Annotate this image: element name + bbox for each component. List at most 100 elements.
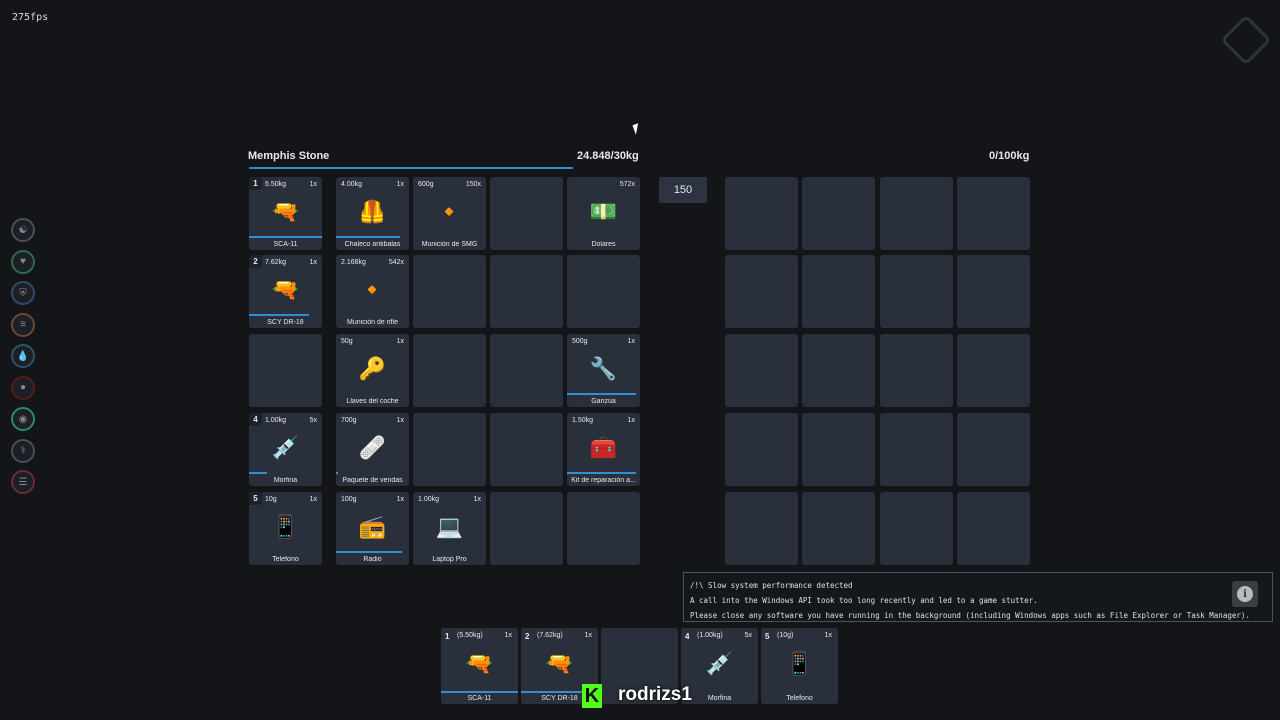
empty-slot[interactable] bbox=[880, 492, 953, 565]
item-icon: 💻 bbox=[435, 513, 464, 539]
item-icon: 💉 bbox=[271, 434, 300, 460]
item-weight: 1.00kg bbox=[418, 496, 440, 503]
hotbar-slot[interactable]: 5(10g)1x📱Telefono bbox=[761, 628, 838, 704]
empty-slot[interactable] bbox=[725, 413, 798, 486]
item-icon: 🧰 bbox=[589, 434, 618, 460]
item-name: Telefono bbox=[272, 556, 299, 563]
item-quantity: 1x bbox=[627, 338, 635, 345]
empty-slot[interactable] bbox=[957, 177, 1030, 250]
inventory-slot[interactable]: 572x💵Dolares bbox=[567, 177, 640, 250]
item-name: Munición de rifle bbox=[347, 319, 398, 326]
empty-slot[interactable] bbox=[567, 255, 640, 328]
item-icon: 🔑 bbox=[358, 355, 387, 381]
info-button[interactable]: i bbox=[1232, 581, 1258, 607]
empty-slot[interactable] bbox=[802, 255, 875, 328]
item-quantity: 5x bbox=[744, 632, 752, 639]
item-quantity: 1x bbox=[396, 181, 404, 188]
empty-slot[interactable] bbox=[413, 413, 486, 486]
empty-slot[interactable] bbox=[802, 492, 875, 565]
empty-slot[interactable] bbox=[880, 177, 953, 250]
fps-counter: 275fps bbox=[12, 12, 49, 23]
item-name: Telefono bbox=[786, 695, 813, 702]
hotbar-slot[interactable]: 4(1.00kg)5x💉Morfina bbox=[681, 628, 758, 704]
notice-line: A call into the Windows API took too lon… bbox=[690, 596, 1038, 605]
durability-bar bbox=[249, 472, 268, 474]
empty-slot[interactable] bbox=[880, 255, 953, 328]
empty-slot[interactable] bbox=[802, 334, 875, 407]
item-weight: (1.00kg) bbox=[697, 632, 723, 639]
item-icon: 🔸 bbox=[435, 198, 464, 224]
item-icon: 🔫 bbox=[271, 198, 300, 224]
empty-slot[interactable] bbox=[725, 177, 798, 250]
empty-slot[interactable] bbox=[957, 334, 1030, 407]
empty-slot[interactable] bbox=[490, 492, 563, 565]
empty-slot[interactable] bbox=[957, 413, 1030, 486]
thirst-status-icon: 💧 bbox=[11, 344, 35, 368]
empty-slot[interactable] bbox=[490, 334, 563, 407]
empty-slot[interactable] bbox=[567, 492, 640, 565]
empty-slot[interactable] bbox=[413, 255, 486, 328]
item-quantity: 1x bbox=[584, 632, 592, 639]
slot-number: 5 bbox=[249, 492, 262, 505]
empty-slot[interactable] bbox=[725, 492, 798, 565]
item-name: SCY DR-18 bbox=[541, 695, 578, 702]
empty-slot[interactable] bbox=[490, 413, 563, 486]
item-weight: 5.50kg bbox=[265, 181, 287, 188]
vision-status-icon: ◉ bbox=[11, 407, 35, 431]
item-icon: 💵 bbox=[589, 198, 618, 224]
kick-logo: K bbox=[582, 684, 602, 708]
empty-slot[interactable] bbox=[880, 413, 953, 486]
empty-slot[interactable] bbox=[249, 334, 322, 407]
empty-slot[interactable] bbox=[490, 255, 563, 328]
empty-slot[interactable] bbox=[957, 255, 1030, 328]
item-name: Morfina bbox=[707, 695, 732, 702]
item-quantity: 542x bbox=[388, 259, 404, 266]
notice-title: /!\ Slow system performance detected bbox=[690, 581, 853, 590]
durability-bar bbox=[336, 551, 402, 553]
slot-number: 2 bbox=[249, 255, 262, 268]
hotbar-slot[interactable]: 1(5.50kg)1x🔫SCA-11 bbox=[441, 628, 518, 704]
item-icon: 🔫 bbox=[545, 651, 574, 676]
durability-bar bbox=[336, 236, 401, 238]
mouse-cursor bbox=[632, 123, 642, 135]
item-quantity: 5x bbox=[309, 417, 317, 424]
slot-number: 5 bbox=[765, 632, 770, 641]
item-weight: 500g bbox=[572, 338, 588, 345]
item-name: Paquete de vendas bbox=[342, 477, 403, 484]
health-status-icon: ☯ bbox=[11, 218, 35, 242]
item-weight: (10g) bbox=[777, 632, 794, 639]
player-name: Memphis Stone bbox=[248, 150, 330, 162]
item-weight: 2.168kg bbox=[341, 259, 366, 266]
notice-line: Please close any software you have runni… bbox=[690, 611, 1250, 620]
ground-weight: 0/100kg bbox=[989, 150, 1030, 162]
hotbar-empty-slot[interactable] bbox=[601, 628, 678, 704]
empty-slot[interactable] bbox=[413, 334, 486, 407]
lungs-status-icon: ⚕ bbox=[11, 438, 35, 463]
empty-slot[interactable] bbox=[725, 334, 798, 407]
empty-slot[interactable] bbox=[802, 177, 875, 250]
slot-number: 1 bbox=[445, 632, 450, 641]
empty-slot[interactable] bbox=[957, 492, 1030, 565]
empty-slot[interactable] bbox=[725, 255, 798, 328]
durability-bar bbox=[336, 472, 339, 474]
empty-slot[interactable] bbox=[802, 413, 875, 486]
amount-input[interactable]: 150 bbox=[659, 177, 707, 203]
empty-slot[interactable] bbox=[490, 177, 563, 250]
empty-slot[interactable] bbox=[880, 334, 953, 407]
item-name: SCY DR-18 bbox=[267, 319, 304, 326]
durability-bar bbox=[249, 314, 309, 316]
item-icon: 🩹 bbox=[358, 434, 387, 460]
